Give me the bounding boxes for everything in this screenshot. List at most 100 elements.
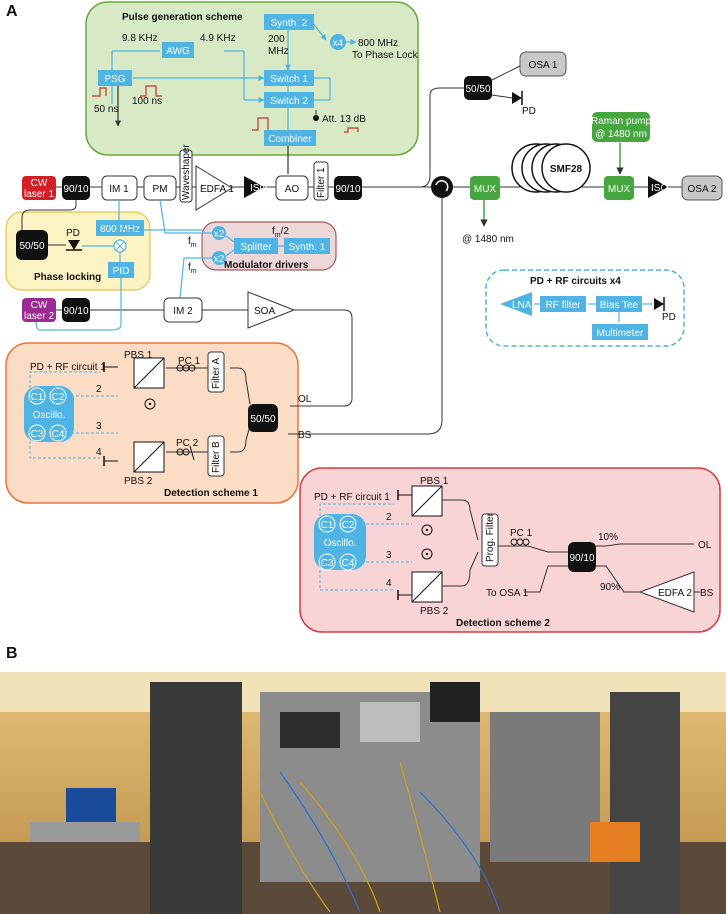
filter1-label: Filter 1: [316, 167, 327, 198]
det2-pbs1-cube: [411, 485, 443, 517]
phase-lock-title: Phase locking: [34, 272, 101, 283]
coupler-50-50-top: [464, 76, 492, 100]
det2-pc1-icon: [510, 538, 530, 546]
raman-pump-box: [592, 112, 650, 142]
switch1-box: [264, 70, 314, 86]
ao-box: [275, 175, 309, 201]
coupler-90-10-laser2: [62, 298, 90, 322]
coupler-50-50-pl: [16, 230, 48, 260]
mux-1480: @ 1480 nm: [462, 234, 514, 245]
coupler4-label: 90/10: [63, 306, 88, 317]
det1-n3: 3: [96, 421, 102, 432]
pulse-50ns-icon: [92, 87, 107, 97]
coupler2-label: 90/10: [335, 184, 360, 195]
soa-label: SOA: [254, 306, 275, 317]
det1-filter-a: [207, 351, 225, 393]
waveshaper-label: Waveshaper: [181, 144, 192, 200]
x2-multiplier-a: [212, 226, 226, 240]
detection-scheme-1-group: [5, 342, 299, 504]
det2-polarization-dot-2: [421, 548, 433, 560]
synth2-label: Synth. 2: [271, 18, 308, 29]
circulator: [431, 176, 453, 198]
det2-p90: 90%: [600, 582, 620, 593]
pid-box: [108, 262, 134, 278]
det2-pbs2: PBS 2: [420, 606, 449, 617]
det2-pbs2-cube: [411, 571, 443, 603]
det2-osc-label: Oscillo.: [324, 538, 357, 549]
det2-edfa2-label: EDFA 2: [658, 588, 692, 599]
photodiode-top-icon: [512, 91, 523, 105]
x2b-label: x2: [214, 254, 225, 265]
det2-pbs1: PBS 1: [420, 476, 449, 487]
det2-c1: C1: [321, 520, 334, 531]
det1-polarization-dot-1: [144, 398, 156, 410]
pd-rf-group: [485, 269, 685, 347]
freq-98khz: 9.8 KHz: [122, 33, 158, 44]
attenuator-label: Att. 13 dB: [322, 114, 366, 125]
osa1-label: OSA 1: [529, 60, 558, 71]
smf28-label: SMF28: [550, 164, 583, 175]
det1-pc1: PC 1: [178, 356, 201, 367]
iso2-label: ISO: [651, 183, 668, 194]
pd-rf-photodiode-icon: [654, 297, 665, 311]
mux-2: [604, 176, 634, 200]
pd-rf-title: PD + RF circuits x4: [530, 276, 621, 287]
im2-label: IM 2: [173, 306, 193, 317]
setup-diagram: A: [5, 1, 723, 662]
mux1-label: MUX: [474, 184, 497, 195]
switch1-label: Switch 1: [270, 74, 308, 85]
splitter-label: Splitter: [240, 242, 272, 253]
synth2-box: [264, 14, 314, 30]
det1-bs: BS: [298, 430, 312, 441]
multimeter-box: [592, 324, 648, 340]
out-to-phase-lock: To Phase Lock: [352, 50, 419, 61]
det2-prog-filter: [481, 513, 499, 567]
detection-scheme-2-group: [299, 467, 721, 633]
det1-pbs1: PBS 1: [124, 350, 153, 361]
det1-c3: C3: [31, 429, 44, 440]
det2-p10: 10%: [598, 532, 618, 543]
cw1-line2: laser 1: [24, 189, 54, 200]
pulse-100ns-icon: [140, 85, 162, 97]
det2-prog-label: Prog. Filter: [485, 512, 496, 562]
coupler1-label: 90/10: [63, 184, 88, 195]
det1-c2: C2: [52, 392, 65, 403]
pd-top-label: PD: [522, 106, 536, 117]
splitter-box: [234, 238, 278, 254]
det2-n3: 3: [386, 550, 392, 561]
det2-toosa: To OSA 1: [486, 588, 529, 599]
synth1-box: [284, 238, 330, 254]
im1-label: IM 1: [109, 184, 129, 195]
mod-drivers-title: Modulator drivers: [224, 260, 309, 271]
det1-pdrf: PD + RF circuit 1: [30, 362, 106, 373]
x2-multiplier-b: [212, 251, 226, 265]
det1-pc2: PC 2: [176, 438, 199, 449]
iso1: [244, 176, 264, 198]
pm-label: PM: [153, 184, 168, 195]
awg-box: [162, 42, 194, 58]
rf-filter-box: [540, 296, 586, 312]
cw2-line1: CW: [31, 300, 48, 311]
det1-pbs2-cube: [133, 441, 165, 473]
pl-lo-label: 800 MHz: [100, 224, 140, 235]
fm-half: fm/2: [272, 226, 289, 239]
combiner-box: [264, 130, 316, 146]
det1-n4: 4: [96, 447, 102, 458]
cw2-line2: laser 2: [24, 311, 54, 322]
det1-n2: 2: [96, 384, 102, 395]
det1-pbs1-cube: [133, 357, 165, 389]
lab-photo: [0, 672, 726, 914]
psg-box: [98, 70, 132, 86]
smf28-spool: [511, 143, 591, 193]
det1-c4: C4: [52, 429, 65, 440]
synth2-unit: MHz: [268, 46, 289, 57]
det1-pc2-icon: [176, 445, 195, 461]
det2-split-label: 90/10: [569, 553, 594, 564]
out-800mhz: 800 MHz: [358, 38, 398, 49]
pulse-gen-title: Pulse generation scheme: [122, 12, 243, 23]
det2-coupler-90-10: [568, 542, 596, 572]
psg-label: PSG: [104, 74, 125, 85]
cw-laser-2: [22, 298, 56, 322]
osa1-box: [519, 51, 567, 77]
det2-pc1: PC 1: [510, 528, 533, 539]
